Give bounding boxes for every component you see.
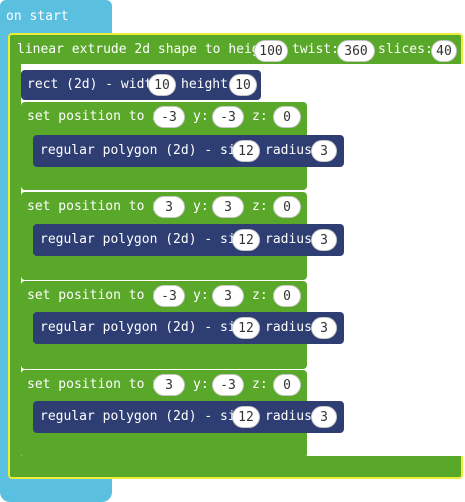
position-x-input[interactable]: 3 [153, 196, 185, 218]
polygon-sides-input[interactable]: 12 [232, 317, 260, 339]
polygon-sides-label: regular polygon (2d) - sides [40, 143, 260, 158]
height-input[interactable]: 100 [254, 40, 288, 62]
polygon-radius-label: radius [265, 320, 312, 335]
set-position-z-label: z: [252, 199, 268, 214]
polygon-radius-input[interactable]: 3 [311, 406, 337, 428]
on-start-label: on start [6, 9, 69, 24]
set-position-z-label: z: [252, 109, 268, 124]
slices-input[interactable]: 40 [431, 40, 457, 62]
regular-polygon-block[interactable]: regular polygon (2d) - sides 12 radius 3 [33, 224, 344, 256]
polygon-sides-label: regular polygon (2d) - sides [40, 232, 260, 247]
slices-label: slices: [378, 42, 433, 57]
twist-label: twist: [292, 42, 339, 57]
position-z-input[interactable]: 0 [273, 106, 301, 128]
set-position-z-label: z: [252, 288, 268, 303]
rect-height-input[interactable]: 10 [229, 74, 257, 96]
position-y-input[interactable]: 3 [212, 196, 244, 218]
position-x-input[interactable]: -3 [153, 106, 185, 128]
set-position-x-label: set position to x: [27, 288, 168, 303]
position-y-input[interactable]: 3 [212, 285, 244, 307]
rect-2d-block[interactable]: rect (2d) - width 10 height 10 [21, 70, 261, 100]
position-y-input[interactable]: -3 [212, 374, 244, 396]
set-position-y-label: y: [193, 288, 209, 303]
polygon-sides-input[interactable]: 12 [232, 406, 260, 428]
regular-polygon-block[interactable]: regular polygon (2d) - sides 12 radius 3 [33, 135, 344, 167]
position-z-input[interactable]: 0 [273, 285, 301, 307]
polygon-radius-label: radius [265, 409, 312, 424]
position-x-input[interactable]: 3 [153, 374, 185, 396]
polygon-radius-input[interactable]: 3 [311, 140, 337, 162]
set-position-z-label: z: [252, 377, 268, 392]
twist-input[interactable]: 360 [337, 40, 375, 62]
polygon-radius-input[interactable]: 3 [311, 317, 337, 339]
regular-polygon-block[interactable]: regular polygon (2d) - sides 12 radius 3 [33, 312, 344, 344]
rect-height-label: height [181, 77, 228, 92]
position-x-input[interactable]: -3 [153, 285, 185, 307]
set-position-y-label: y: [193, 199, 209, 214]
polygon-sides-input[interactable]: 12 [232, 229, 260, 251]
rect-width-input[interactable]: 10 [148, 74, 176, 96]
rect-width-label: rect (2d) - width [27, 77, 161, 92]
polygon-radius-label: radius [265, 232, 312, 247]
regular-polygon-block[interactable]: regular polygon (2d) - sides 12 radius 3 [33, 401, 344, 433]
set-position-x-label: set position to x: [27, 199, 168, 214]
polygon-radius-input[interactable]: 3 [311, 229, 337, 251]
polygon-radius-label: radius [265, 143, 312, 158]
polygon-sides-label: regular polygon (2d) - sides [40, 409, 260, 424]
extrude-label: linear extrude 2d shape to height: [17, 42, 284, 57]
position-z-input[interactable]: 0 [273, 374, 301, 396]
set-position-x-label: set position to x: [27, 109, 168, 124]
polygon-sides-input[interactable]: 12 [232, 140, 260, 162]
position-y-input[interactable]: -3 [212, 106, 244, 128]
position-z-input[interactable]: 0 [273, 196, 301, 218]
set-position-y-label: y: [193, 377, 209, 392]
set-position-y-label: y: [193, 109, 209, 124]
set-position-x-label: set position to x: [27, 377, 168, 392]
polygon-sides-label: regular polygon (2d) - sides [40, 320, 260, 335]
